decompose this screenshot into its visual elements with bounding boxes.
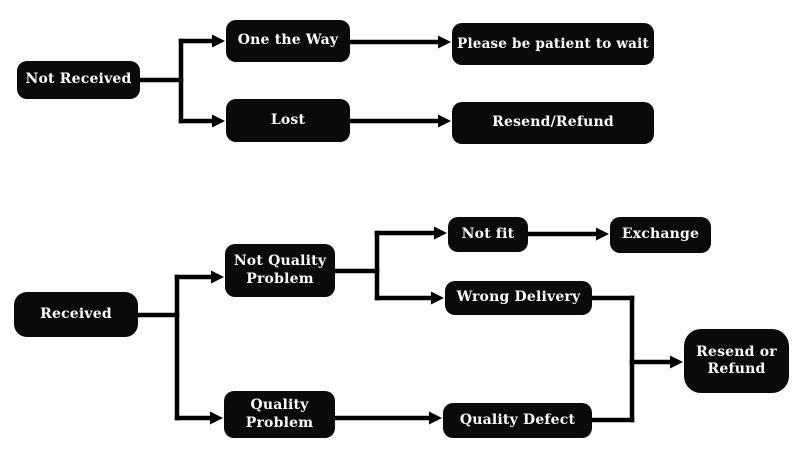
node-not-fit: Not fit (448, 217, 528, 252)
node-resend-refund: Resend/Refund (452, 102, 654, 144)
node-not-received: Not Received (17, 61, 140, 99)
node-one-the-way: One the Way (226, 20, 350, 62)
node-quality-defect: Quality Defect (443, 403, 592, 438)
node-quality-problem: Quality Problem (224, 391, 335, 438)
node-exchange: Exchange (610, 217, 711, 253)
node-not-quality-problem: Not Quality Problem (225, 244, 335, 297)
node-please-be-patient: Please be patient to wait (452, 23, 654, 65)
node-lost: Lost (226, 99, 350, 142)
node-wrong-delivery: Wrong Delivery (445, 281, 592, 315)
node-received: Received (14, 292, 138, 337)
node-resend-or-refund: Resend or Refund (684, 329, 789, 393)
